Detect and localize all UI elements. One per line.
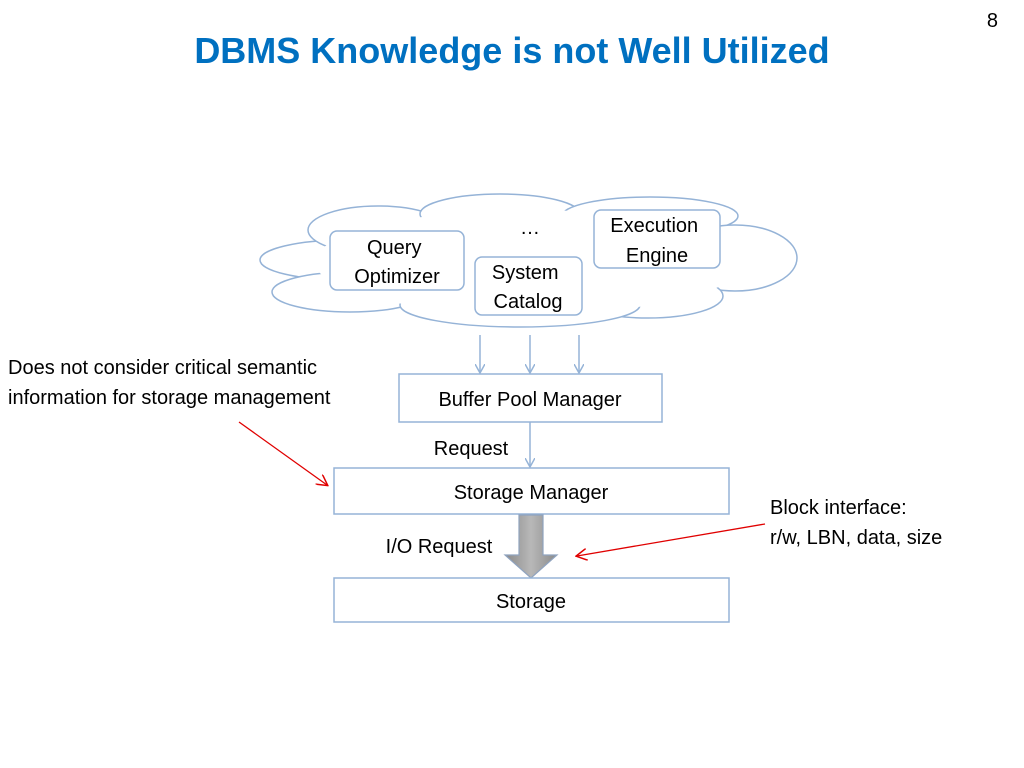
storage-manager-label: Storage Manager — [454, 482, 609, 504]
block-interface-note-line-2: r/w, LBN, data, size — [770, 527, 943, 549]
svg-text:Execution Engine: Execution Engine — [610, 215, 703, 267]
block-interface-note-line-1: Block interface: — [770, 497, 907, 519]
request-label: Request — [434, 438, 509, 460]
semantic-note: Does not consider critical semantic info… — [8, 353, 330, 413]
system-catalog-line-2: Catalog — [494, 291, 563, 313]
query-optimizer-box: Query Optimizer — [329, 230, 465, 291]
execution-engine-line-2: Engine — [626, 245, 688, 267]
storage-manager-box: Storage Manager — [333, 467, 730, 515]
io-request-arrow — [503, 514, 559, 579]
cloud-ellipsis: … — [520, 217, 540, 239]
system-catalog-line-1: System — [492, 262, 559, 284]
semantic-note-arrow — [238, 421, 327, 485]
query-optimizer-line-2: Optimizer — [354, 266, 440, 288]
semantic-note-line-2: information for storage management — [8, 387, 331, 409]
system-catalog-box: System Catalog — [474, 256, 583, 316]
storage-label: Storage — [496, 591, 566, 613]
slide-title: DBMS Knowledge is not Well Utilized — [194, 30, 830, 71]
buffer-pool-manager-box: Buffer Pool Manager — [398, 373, 663, 423]
svg-text:Query Optimizer: Query Optimizer — [354, 237, 440, 288]
slide-number: 8 — [986, 10, 998, 32]
query-optimizer-line-1: Query — [367, 237, 421, 259]
execution-engine-line-1: Execution — [610, 215, 698, 237]
buffer-pool-manager-label: Buffer Pool Manager — [438, 389, 621, 411]
execution-engine-box: Execution Engine — [593, 209, 721, 269]
block-interface-arrow — [577, 523, 766, 556]
semantic-note-line-1: Does not consider critical semantic — [8, 357, 318, 379]
io-request-label: I/O Request — [386, 536, 493, 558]
storage-box: Storage — [333, 577, 730, 623]
svg-text:System Catalog: System Catalog — [492, 262, 564, 313]
cloud-to-buffer-arrows — [480, 335, 579, 372]
block-interface-note: Block interface: r/w, LBN, data, size — [770, 493, 942, 553]
